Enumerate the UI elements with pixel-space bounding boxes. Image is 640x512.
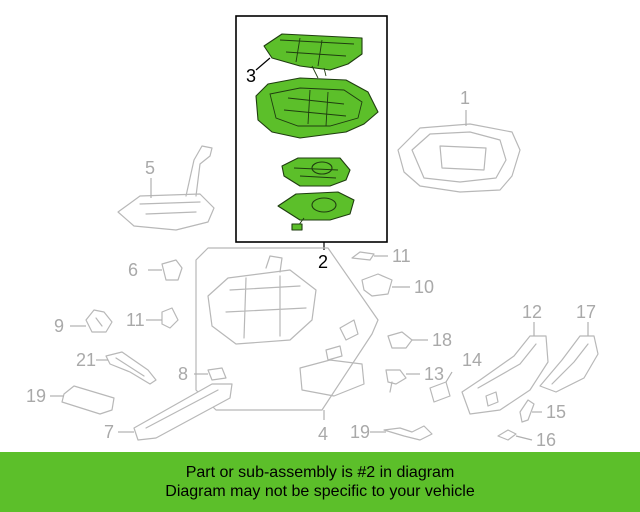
callout-12[interactable]: 12 bbox=[522, 302, 542, 322]
part-19-wire[interactable] bbox=[383, 425, 433, 441]
callout-13[interactable]: 13 bbox=[424, 364, 444, 384]
part-21-wire-harness[interactable] bbox=[105, 351, 157, 385]
parts-diagram: 3 2 1 5 4 11 10 6 bbox=[26, 15, 599, 450]
callout-19[interactable]: 19 bbox=[350, 422, 370, 442]
assembly-2-frame bbox=[235, 15, 388, 243]
callout-17[interactable]: 17 bbox=[576, 302, 596, 322]
callout-16[interactable]: 16 bbox=[536, 430, 556, 450]
part-5-seat-frame-pan[interactable] bbox=[117, 145, 215, 231]
part-10-bracket[interactable] bbox=[361, 273, 393, 297]
part-11-clip-lower[interactable] bbox=[161, 307, 179, 329]
part-sensor-mat[interactable] bbox=[281, 157, 351, 187]
part-9-hook[interactable] bbox=[85, 309, 113, 333]
callout-11b[interactable]: 11 bbox=[126, 310, 145, 330]
callout-15[interactable]: 15 bbox=[546, 402, 566, 422]
part-3-heater-mat[interactable] bbox=[263, 33, 363, 79]
part-11-clip-upper[interactable] bbox=[351, 251, 375, 261]
part-15-knob[interactable] bbox=[519, 399, 535, 423]
part-16-cap[interactable] bbox=[497, 429, 517, 441]
fitment-notice-line2: Diagram may not be specific to your vehi… bbox=[165, 483, 475, 500]
part-17-side-cover[interactable] bbox=[539, 335, 599, 393]
callout-2[interactable]: 2 bbox=[318, 252, 328, 272]
part-20-module[interactable] bbox=[61, 385, 115, 415]
callout-10[interactable]: 10 bbox=[414, 277, 434, 297]
callout-3[interactable]: 3 bbox=[246, 66, 256, 86]
callout-4[interactable]: 4 bbox=[318, 424, 328, 444]
leader-16 bbox=[515, 435, 533, 441]
callout-9[interactable]: 9 bbox=[54, 316, 64, 336]
fitment-notice-banner: Part or sub-assembly is #2 in diagram Di… bbox=[0, 452, 640, 512]
leader-3 bbox=[255, 57, 271, 71]
part-12-side-shield[interactable] bbox=[461, 335, 549, 415]
callout-11a[interactable]: 11 bbox=[392, 246, 411, 266]
callout-20[interactable]: 19 bbox=[26, 386, 46, 406]
part-1-seat-cushion[interactable] bbox=[397, 123, 521, 193]
part-13-cable[interactable] bbox=[385, 369, 407, 393]
callout-5[interactable]: 5 bbox=[145, 158, 155, 178]
fitment-notice-line1: Part or sub-assembly is #2 in diagram bbox=[185, 464, 455, 481]
part-6-connector[interactable] bbox=[161, 259, 183, 281]
part-8-cover[interactable] bbox=[207, 367, 227, 381]
part-7-side-trim[interactable] bbox=[133, 383, 233, 441]
callout-1[interactable]: 1 bbox=[460, 88, 470, 108]
callout-18[interactable]: 18 bbox=[432, 330, 452, 350]
part-14-switch[interactable] bbox=[429, 381, 451, 403]
part-bottom-plate[interactable] bbox=[277, 191, 355, 231]
leader-14 bbox=[445, 371, 453, 383]
part-18-clip[interactable] bbox=[387, 331, 413, 349]
part-cushion-pad[interactable] bbox=[255, 77, 379, 139]
callout-14[interactable]: 14 bbox=[462, 350, 482, 370]
callout-8[interactable]: 8 bbox=[178, 364, 188, 384]
callout-6[interactable]: 6 bbox=[128, 260, 138, 280]
callout-7[interactable]: 7 bbox=[104, 422, 114, 442]
callout-21[interactable]: 21 bbox=[76, 350, 96, 370]
